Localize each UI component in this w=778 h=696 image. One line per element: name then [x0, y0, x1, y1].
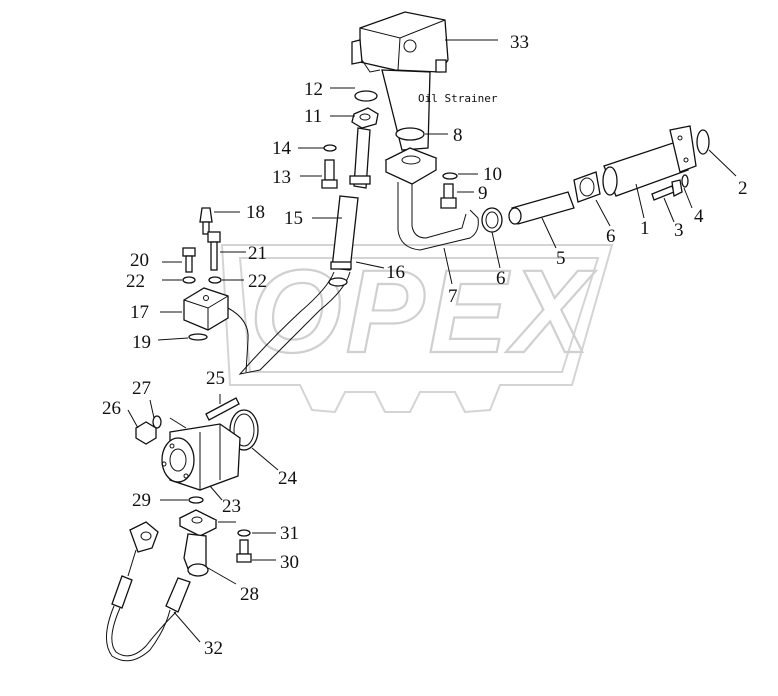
hose-end [328, 277, 348, 287]
watermark-text: OPEX [250, 246, 596, 378]
part-10-washer [442, 172, 458, 180]
label-11: 11 [304, 106, 322, 127]
part-21-bolt [207, 231, 221, 271]
label-14: 14 [272, 138, 292, 159]
part-3-bolt [651, 179, 683, 201]
label-17: 17 [130, 302, 149, 323]
label-26: 26 [102, 398, 121, 419]
part-27-washer [152, 415, 162, 429]
part-1-tube [602, 125, 697, 197]
part-12-o-ring [354, 90, 378, 102]
part-6-clamp-right [573, 171, 601, 203]
label-20: 20 [130, 250, 149, 271]
part-15-clamp [349, 175, 371, 185]
label-13: 13 [272, 167, 291, 188]
part-22-washer-left [182, 276, 196, 284]
part-5-hose [508, 191, 575, 225]
part-15-clamp-lower [330, 261, 352, 270]
label-23: 23 [222, 496, 241, 517]
label-10: 10 [483, 164, 502, 185]
label-33: 33 [510, 32, 529, 53]
part-13-bolt [321, 159, 338, 189]
part-14-washer [323, 144, 337, 152]
label-22-left: 22 [126, 271, 145, 292]
part-23-pump [161, 423, 241, 491]
part-20-bolt [182, 247, 196, 273]
label-6-right: 6 [606, 226, 616, 247]
part-31-washer [237, 529, 251, 537]
label-9: 9 [478, 183, 488, 204]
label-2: 2 [738, 178, 748, 199]
label-8: 8 [453, 125, 463, 146]
label-5: 5 [556, 248, 566, 269]
label-15: 15 [284, 208, 303, 229]
part-32-hose [106, 521, 191, 662]
watermark-logo: OPEX [220, 244, 614, 414]
part-6-clamp-left [481, 207, 503, 233]
label-28: 28 [240, 584, 259, 605]
label-18: 18 [246, 202, 265, 223]
part-18-plug [199, 207, 213, 235]
part-4-washer [681, 174, 689, 188]
part-7-elbow-pipe [384, 147, 479, 251]
part-17-block [183, 287, 249, 373]
label-16: 16 [386, 262, 405, 283]
label-12: 12 [304, 79, 323, 100]
label-31: 31 [280, 523, 299, 544]
leader-lines [127, 39, 737, 643]
part-9-bolt [440, 183, 457, 209]
part-2-o-ring [696, 129, 710, 155]
label-3: 3 [674, 220, 684, 241]
oil-strainer-note: Oil Strainer [418, 92, 498, 105]
label-25: 25 [206, 368, 225, 389]
label-7: 7 [448, 286, 458, 307]
label-32: 32 [204, 638, 223, 659]
label-1: 1 [640, 218, 650, 239]
part-25-stud [205, 397, 240, 421]
label-29: 29 [132, 490, 151, 511]
part-16-hose [238, 127, 371, 375]
label-6-left: 6 [496, 268, 506, 289]
part-number-labels: 33 12 11 8 14 10 13 9 18 15 21 16 20 22 … [102, 32, 748, 659]
label-30: 30 [280, 552, 299, 573]
label-21: 21 [248, 243, 267, 264]
label-19: 19 [132, 332, 151, 353]
label-22-right: 22 [248, 271, 267, 292]
part-28-elbow-fitting [178, 509, 218, 577]
part-29-o-ring [188, 496, 204, 504]
part-19-o-ring [188, 333, 208, 341]
part-8-o-ring [395, 127, 425, 141]
label-27: 27 [132, 378, 151, 399]
part-30-bolt [236, 539, 252, 563]
part-11-flange [351, 107, 379, 129]
label-24: 24 [278, 468, 298, 489]
label-4: 4 [694, 206, 704, 227]
part-22-washer-right [208, 276, 222, 284]
part-26-nut [135, 421, 157, 445]
